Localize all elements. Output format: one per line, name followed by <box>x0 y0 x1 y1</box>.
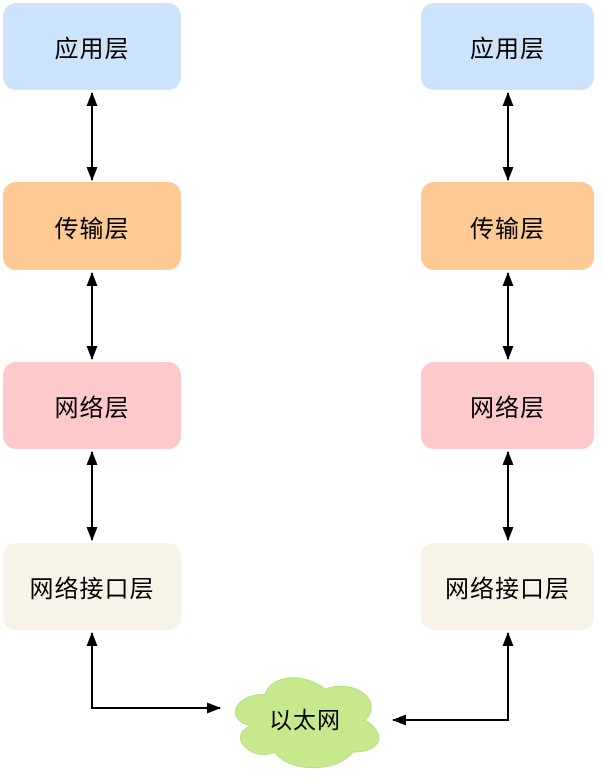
layer-label: 传输层 <box>54 215 130 243</box>
layer-box-transport-right: 传输层 <box>421 182 594 270</box>
layer-box-network-left: 网络层 <box>3 362 181 449</box>
ethernet-cloud-label: 以太网 <box>225 668 385 768</box>
layer-box-application-right: 应用层 <box>421 3 594 90</box>
layer-label: 网络层 <box>470 395 545 422</box>
layer-box-network-right: 网络层 <box>421 362 594 449</box>
layer-box-network-interface-right: 网络接口层 <box>421 543 594 630</box>
cloud-label-text: 以太网 <box>269 707 341 733</box>
layer-box-transport-left: 传输层 <box>3 182 181 270</box>
layer-label: 网络接口层 <box>445 576 570 603</box>
layer-box-network-interface-left: 网络接口层 <box>3 543 181 630</box>
layer-label: 网络接口层 <box>29 576 155 603</box>
layer-label: 传输层 <box>470 215 545 243</box>
connector-netif-ethernet-right <box>392 632 514 726</box>
layer-label: 应用层 <box>470 36 545 63</box>
layer-label: 网络层 <box>54 395 130 422</box>
connector-netif-ethernet-left <box>86 632 221 714</box>
layer-label: 应用层 <box>54 36 130 63</box>
layer-box-application-left: 应用层 <box>3 3 181 90</box>
